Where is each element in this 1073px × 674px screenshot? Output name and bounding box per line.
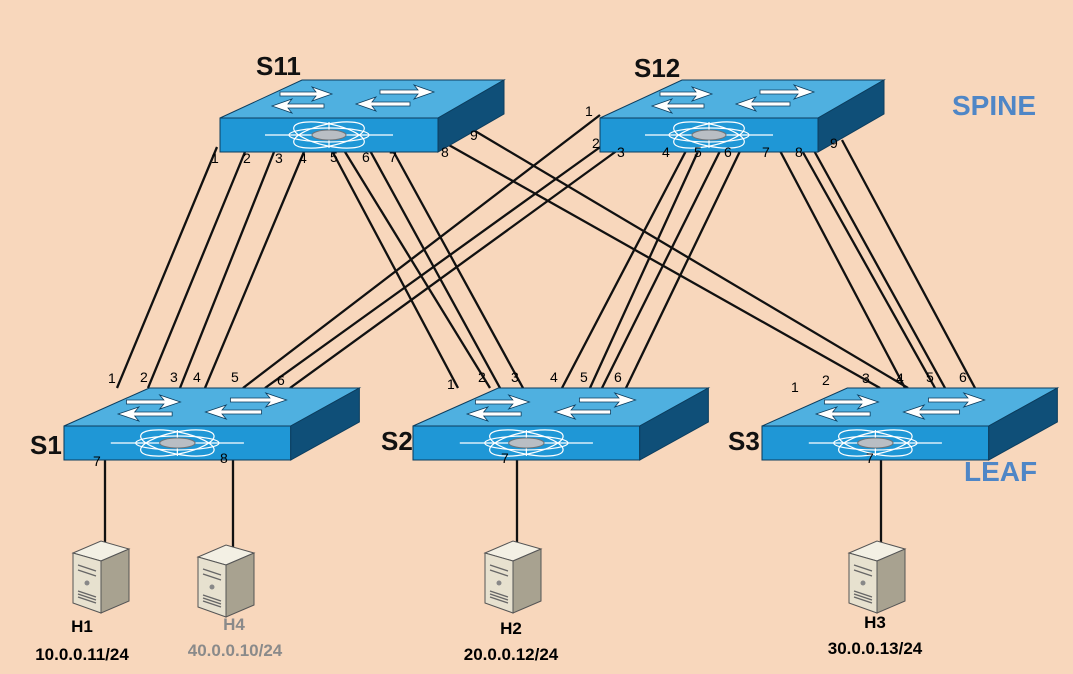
- port-label-s11: 5: [330, 149, 338, 165]
- leaf-layer-label: LEAF: [964, 456, 1037, 487]
- port-label-s2: 6: [614, 369, 622, 385]
- link-cable: [600, 146, 724, 389]
- port-label-s3: 5: [926, 369, 934, 385]
- port-label-s1: 1: [108, 370, 116, 386]
- switch-name-s12: S12: [634, 53, 680, 83]
- host-ip-h1: 10.0.0.11/24: [35, 645, 129, 664]
- port-label-s2: 3: [511, 369, 519, 385]
- switch-name-s3: S3: [728, 426, 760, 456]
- host-name-h3: H3: [864, 613, 886, 632]
- port-label-s1: 8: [220, 450, 228, 466]
- link-cable: [341, 146, 491, 389]
- link-cable: [289, 146, 623, 389]
- link-cable: [624, 146, 744, 389]
- switch-name-s11: S11: [256, 51, 301, 81]
- links: [103, 114, 977, 548]
- link-cable: [328, 146, 460, 389]
- host-ip-h2: 20.0.0.12/24: [464, 645, 559, 664]
- link-cable: [439, 138, 881, 390]
- port-label-s11: 3: [275, 150, 283, 166]
- port-label-s11: 7: [389, 149, 397, 165]
- link-cable: [242, 114, 601, 389]
- switch-name-s1: S1: [30, 430, 62, 460]
- link-cable: [146, 146, 249, 389]
- port-label-s3: 3: [862, 370, 870, 386]
- switch-s3[interactable]: [761, 387, 1058, 462]
- host-name-h4: H4: [223, 615, 245, 634]
- port-label-s2: 1: [447, 376, 455, 392]
- host-name-h1: H1: [71, 617, 93, 636]
- switch-s2[interactable]: [412, 387, 709, 462]
- server-icon: [72, 540, 130, 614]
- port-label-s2: 7: [501, 450, 509, 466]
- port-label-s12: 7: [762, 144, 770, 160]
- port-label-s12: 1: [585, 103, 593, 119]
- link-cable: [776, 146, 907, 389]
- switch-icon: [412, 387, 709, 462]
- host-h4[interactable]: H4 40.0.0.10/24: [188, 544, 283, 660]
- link-cable: [560, 146, 690, 389]
- port-label-s11: 4: [299, 150, 307, 166]
- port-label-s1: 3: [170, 369, 178, 385]
- port-label-s12: 6: [724, 144, 732, 160]
- port-label-s1: 4: [193, 369, 201, 385]
- switch-s12[interactable]: [599, 79, 885, 154]
- port-label-s12: 5: [694, 144, 702, 160]
- host-ip-h4: 40.0.0.10/24: [188, 641, 283, 660]
- port-label-s1: 2: [140, 369, 148, 385]
- host-h3[interactable]: H3 30.0.0.13/24: [828, 540, 923, 658]
- port-label-s3: 7: [866, 450, 874, 466]
- port-label-s1: 6: [277, 372, 285, 388]
- server-icon: [848, 540, 906, 614]
- switch-icon: [219, 79, 505, 154]
- port-label-s3: 2: [822, 372, 830, 388]
- port-label-s12: 3: [617, 144, 625, 160]
- port-label-s2: 5: [580, 369, 588, 385]
- port-label-s11: 8: [441, 144, 449, 160]
- port-label-s11: 2: [243, 150, 251, 166]
- port-label-s1: 5: [231, 369, 239, 385]
- link-cable: [840, 139, 977, 389]
- link-cable: [203, 146, 308, 389]
- port-label-s1: 7: [93, 453, 101, 469]
- link-cable: [810, 146, 947, 389]
- switch-icon: [63, 387, 360, 462]
- port-label-s11: 1: [211, 150, 219, 166]
- port-label-s12: 8: [795, 144, 803, 160]
- link-cable: [115, 146, 219, 389]
- link-cable: [588, 146, 702, 389]
- switch-s1[interactable]: [63, 387, 360, 462]
- port-label-s3: 1: [791, 379, 799, 395]
- port-label-s11: 9: [470, 127, 478, 143]
- port-label-s3: 4: [896, 370, 904, 386]
- port-label-s2: 2: [478, 369, 486, 385]
- port-label-s12: 4: [662, 144, 670, 160]
- switch-icon: [761, 387, 1058, 462]
- server-icon: [197, 544, 255, 618]
- switch-name-s2: S2: [381, 426, 413, 456]
- switch-s11[interactable]: [219, 79, 505, 154]
- port-label-s12: 9: [830, 135, 838, 151]
- host-h1[interactable]: H1 10.0.0.11/24: [35, 540, 130, 664]
- spine-layer-label: SPINE: [952, 90, 1036, 121]
- host-h2[interactable]: H2 20.0.0.12/24: [464, 540, 559, 664]
- link-cable: [178, 146, 278, 389]
- link-cable: [798, 146, 937, 389]
- port-label-s11: 6: [362, 149, 370, 165]
- port-label-s2: 4: [550, 369, 558, 385]
- switch-icon: [599, 79, 885, 154]
- link-cable: [264, 139, 611, 389]
- host-name-h2: H2: [500, 619, 522, 638]
- port-label-s3: 6: [959, 369, 967, 385]
- port-label-s12: 2: [592, 135, 600, 151]
- host-ip-h3: 30.0.0.13/24: [828, 639, 923, 658]
- server-icon: [484, 540, 542, 614]
